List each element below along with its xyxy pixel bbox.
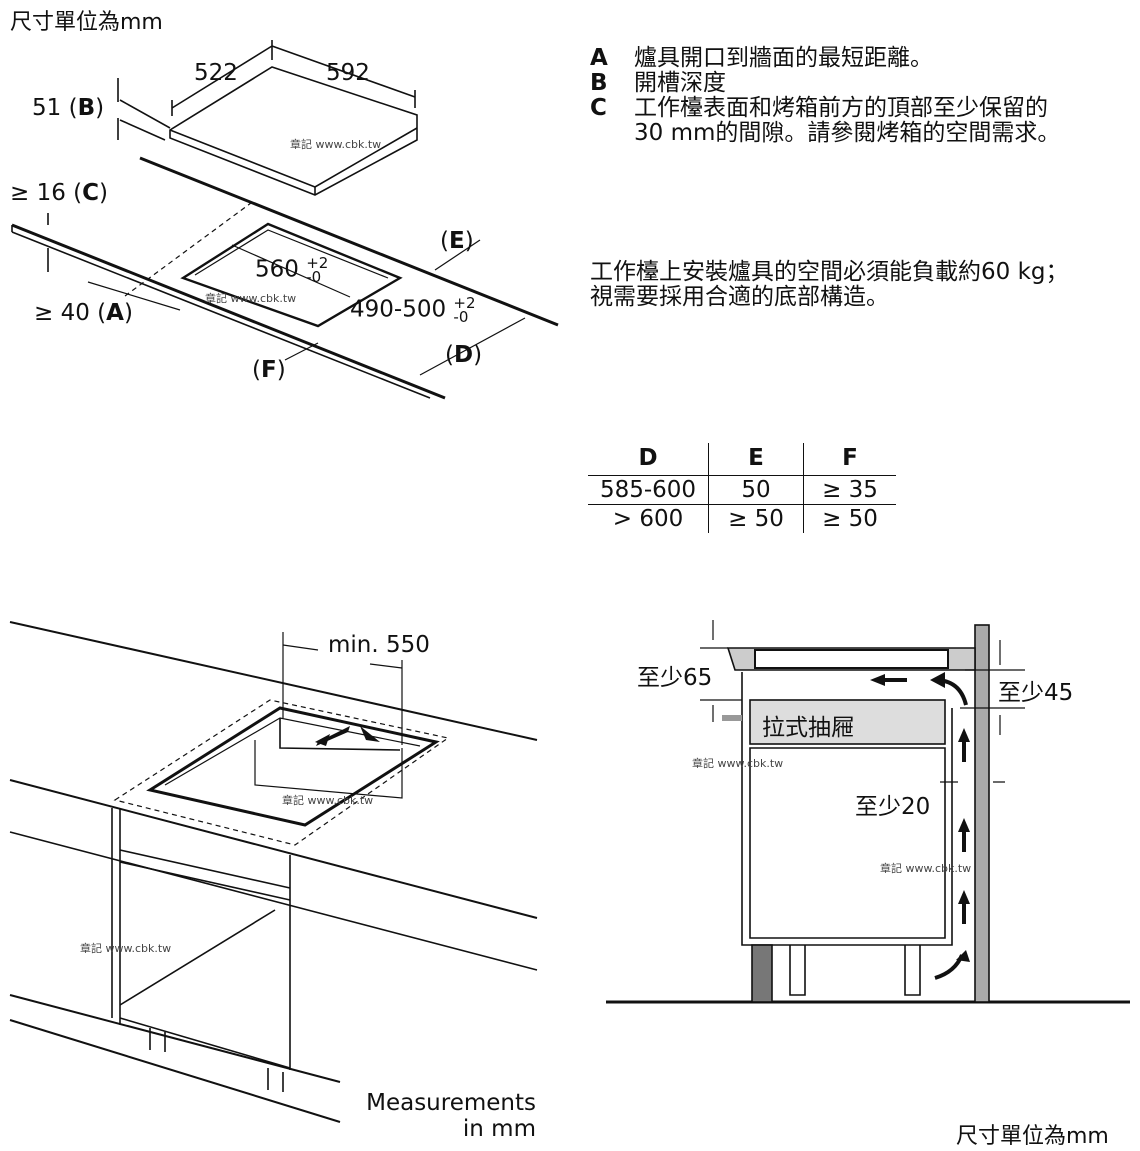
dim-b-text: 51 (: [32, 95, 78, 121]
table-cell: 585-600: [588, 475, 709, 505]
watermark-5: 章記 www.cbk.tw: [692, 756, 783, 770]
load-note: 工作檯上安裝爐具的空間必須能負載約60 kg； 視需要採用合適的底部構造。: [590, 258, 1069, 312]
watermark-3: 章記 www.cbk.tw: [282, 793, 373, 807]
dim-c: ≥ 16 (C): [10, 180, 109, 206]
cutout-depth: 490-500 +2 -0: [350, 294, 476, 326]
cutout-depth-value: 490-500: [350, 296, 447, 323]
worktop-front-edge: [11, 223, 446, 400]
clearance-table: D E F 585-600 50 ≥ 35 > 600 ≥ 50 ≥ 50: [588, 443, 896, 533]
note-c-line2: 30 mm的間隙。請參閱烤箱的空間需求。: [634, 120, 1061, 146]
worktop-back-edge: [139, 156, 559, 327]
dim-a-letter: A: [106, 300, 124, 326]
min45-label: 至少45: [998, 680, 1074, 706]
dim-c-text: ≥ 16 (: [10, 180, 83, 206]
dim-b: 51 (B): [32, 95, 105, 121]
cabinet-diagram: 章記 www.cbk.tw 章記 www.cbk.tw: [9, 621, 538, 1123]
table-row: 585-600 50 ≥ 35: [588, 475, 896, 505]
dim-depth: 522: [194, 60, 238, 86]
drawer-label: 拉式抽屜: [762, 715, 854, 741]
load-note-line1: 工作檯上安裝爐具的空間必須能負載約60 kg；: [590, 259, 1069, 285]
min-550-label: min. 550: [328, 632, 430, 658]
min20-label: 至少20: [855, 794, 931, 820]
label-f: (F): [252, 357, 286, 383]
cabinet-cutout: [146, 706, 440, 827]
cutout-depth-tol-plus: +2: [453, 294, 476, 312]
table-row: > 600 ≥ 50 ≥ 50: [588, 504, 896, 533]
watermark-4: 章記 www.cbk.tw: [80, 941, 171, 955]
table-cell: ≥ 50: [803, 504, 896, 533]
cutout: [180, 222, 403, 328]
min65-label: 至少65: [637, 665, 713, 691]
watermark-6: 章記 www.cbk.tw: [880, 861, 971, 875]
table-header-f: F: [803, 443, 896, 476]
dim-b-letter: B: [77, 95, 96, 121]
unit-title-bottom: 尺寸單位為mm: [956, 1124, 1109, 1149]
table-header-d: D: [588, 443, 709, 476]
table-cell: ≥ 50: [708, 504, 804, 533]
cutout-width: 560 +2 -0: [255, 254, 329, 286]
dim-c-letter: C: [82, 180, 100, 206]
table-cell: > 600: [612, 506, 684, 532]
label-e: (E): [440, 228, 474, 254]
cutout-depth-tol-minus: -0: [453, 308, 469, 326]
watermark-2: 章記 www.cbk.tw: [205, 291, 296, 305]
measurements-note: Measurements in mm: [366, 1090, 536, 1142]
dim-a: ≥ 40 (A): [34, 300, 133, 326]
load-note-line2: 視需要採用合適的底部構造。: [590, 284, 889, 310]
dim-a-text: ≥ 40 (: [34, 300, 107, 326]
cutout-diagram: 章記 www.cbk.tw 章記 www.cbk.tw: [11, 40, 559, 400]
dim-width: 592: [326, 60, 370, 86]
unit-title-top: 尺寸單位為mm: [10, 10, 163, 35]
table-cell: ≥ 35: [803, 475, 896, 505]
label-d: (D): [445, 342, 483, 368]
cutout-width-value: 560: [255, 256, 299, 283]
table-header-e: E: [708, 443, 804, 476]
watermark-1: 章記 www.cbk.tw: [290, 137, 381, 151]
cutout-width-tol-minus: -0: [306, 268, 322, 286]
cutout-width-tol-plus: +2: [306, 254, 329, 272]
table-cell: 50: [708, 475, 804, 505]
